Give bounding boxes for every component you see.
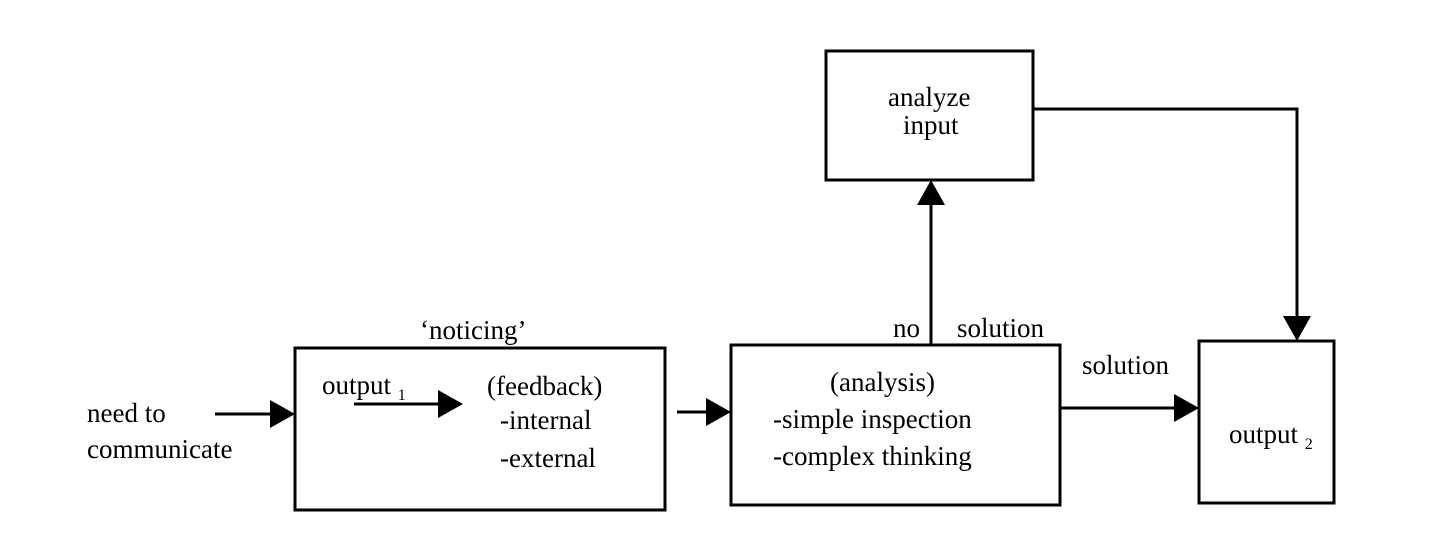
noticing-output1-label: output 1 <box>322 370 406 411</box>
analysis-box <box>729 343 1062 507</box>
noticing-external: -external <box>500 443 596 473</box>
analysis-simple-inspection: -simple inspection <box>773 404 972 434</box>
analyze-input-box <box>824 49 1035 182</box>
solution-label: solution <box>1082 350 1170 380</box>
noticing-box <box>293 346 667 512</box>
arrow-analysis-to-analyze-input <box>917 180 945 345</box>
no-label: no <box>893 313 920 343</box>
noticing-caption: ‘noticing’ <box>420 315 527 345</box>
arrow-analysis-to-output2 <box>1060 394 1199 422</box>
output2-subscript: 2 <box>1304 436 1313 453</box>
analysis-complex-thinking: -complex thinking <box>773 441 972 471</box>
input-label: need to communicate <box>87 398 232 464</box>
arrow-noticing-to-analysis <box>677 398 731 426</box>
input-label-line2: communicate <box>87 434 233 464</box>
no-solution-label: solution <box>957 313 1045 343</box>
analysis-title: (analysis) <box>830 367 935 397</box>
noticing-internal: -internal <box>500 405 592 435</box>
analyze-input-line1: analyze <box>888 82 971 112</box>
arrow-input-to-noticing <box>215 400 295 428</box>
output2-text: output <box>1229 419 1299 449</box>
arrow-output1-to-feedback <box>354 390 463 418</box>
analyze-input-line2: input <box>903 110 959 140</box>
arrow-analyze-input-to-output2 <box>1033 107 1311 341</box>
input-label-line1: need to <box>87 398 166 428</box>
output1-subscript: 1 <box>397 387 406 404</box>
output2-box <box>1197 339 1336 505</box>
output1-text: output <box>322 370 392 400</box>
noticing-feedback: (feedback) <box>487 371 603 401</box>
output2-label: output 2 <box>1229 419 1313 460</box>
